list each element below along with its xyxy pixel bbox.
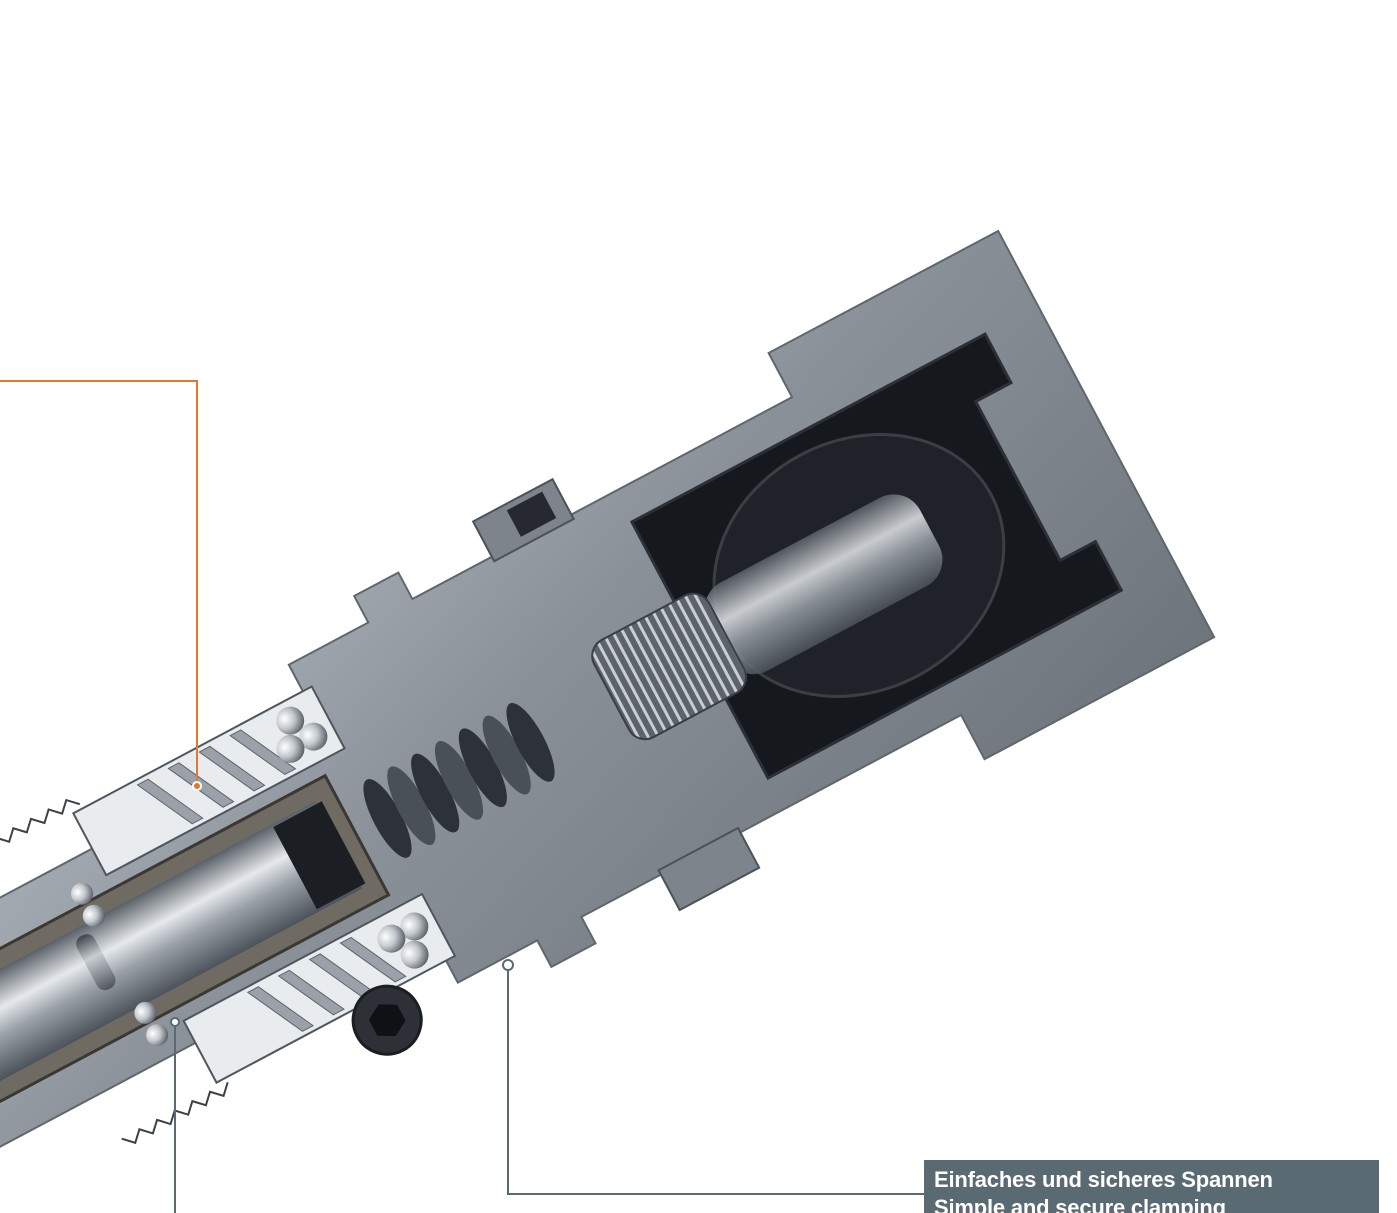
callout-line-screw [507, 965, 924, 1195]
spring-coil [363, 702, 555, 858]
callout-dot-white [170, 1017, 180, 1027]
tool-shank [0, 800, 363, 1100]
callout-dot-orange [192, 781, 202, 791]
threaded-draw-bar [591, 592, 747, 741]
caption-title-german: Einfaches und sicheres Spannen [934, 1167, 1273, 1192]
holder-body [0, 229, 1216, 1153]
callout-dot-screw [502, 959, 514, 971]
feature-caption: Einfaches und sicheres Spannen Simple an… [924, 1160, 1379, 1213]
callout-line-orange [0, 380, 198, 785]
bearing-balls [71, 706, 429, 1046]
caption-title-english: Simple and secure clamping [934, 1195, 1226, 1213]
locking-pin [76, 934, 116, 991]
hex-socket-screw-icon [351, 984, 423, 1056]
upper-clamp-chamber [71, 685, 346, 877]
lower-flange-ring [657, 826, 761, 912]
